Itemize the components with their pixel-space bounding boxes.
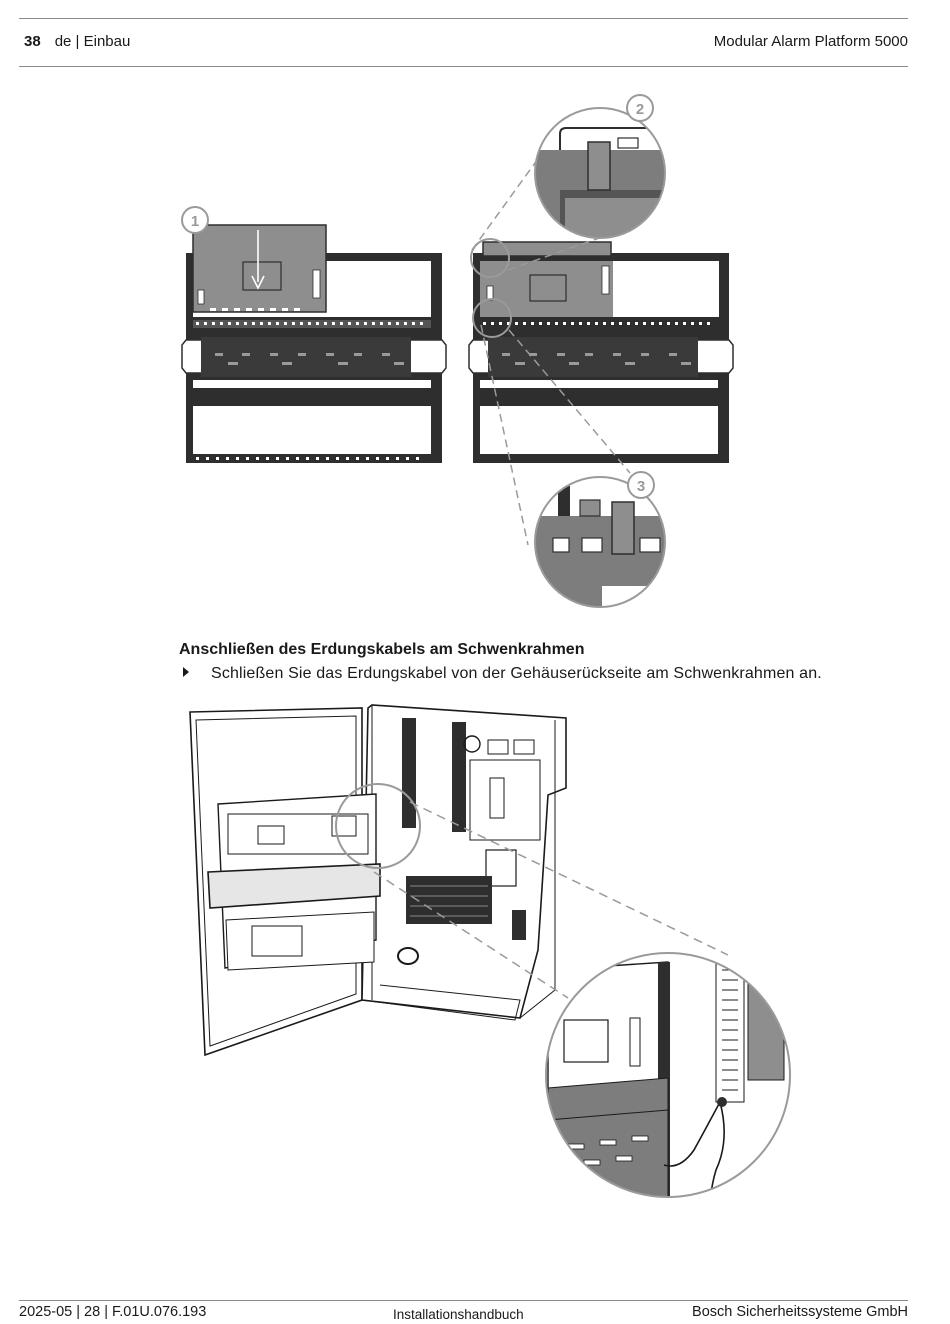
footer-doc-type: Installationshandbuch [393,1307,524,1322]
page-number: 38 [24,33,41,50]
footer-rule [19,1300,908,1301]
section-title: Anschließen des Erdungskabels am Schwenk… [179,641,585,658]
svg-text:3: 3 [637,478,645,495]
module-mounting-figure: 1 2 3 [181,94,734,608]
header-bottom-rule [19,66,908,67]
inspection-circle [335,783,421,869]
svg-text:2: 2 [636,101,644,118]
footer-company: Bosch Sicherheitssysteme GmbH [692,1304,908,1320]
header-top-rule [19,18,908,19]
header-left: 38 de | Einbau [24,33,130,50]
callout-3: 3 [627,471,655,499]
callout-1: 1 [181,206,209,234]
right-swing-frame [468,238,734,463]
grounding-zoom-detail [545,952,791,1198]
svg-text:1: 1 [191,213,199,230]
housing-open [189,704,567,1057]
left-swing-frame [181,224,447,463]
footer-doc-id: 2025-05 | 28 | F.01U.076.193 [19,1304,207,1320]
bullet-arrow-icon [183,667,189,677]
callout-2: 2 [626,94,654,122]
grounding-cable-figure [189,704,791,1198]
product-name: Modular Alarm Platform 5000 [713,33,908,50]
instruction-step: Schließen Sie das Erdungskabel von der G… [183,665,822,683]
instruction-text: Schließen Sie das Erdungskabel von der G… [211,665,822,682]
chapter-label: de | Einbau [54,33,131,50]
